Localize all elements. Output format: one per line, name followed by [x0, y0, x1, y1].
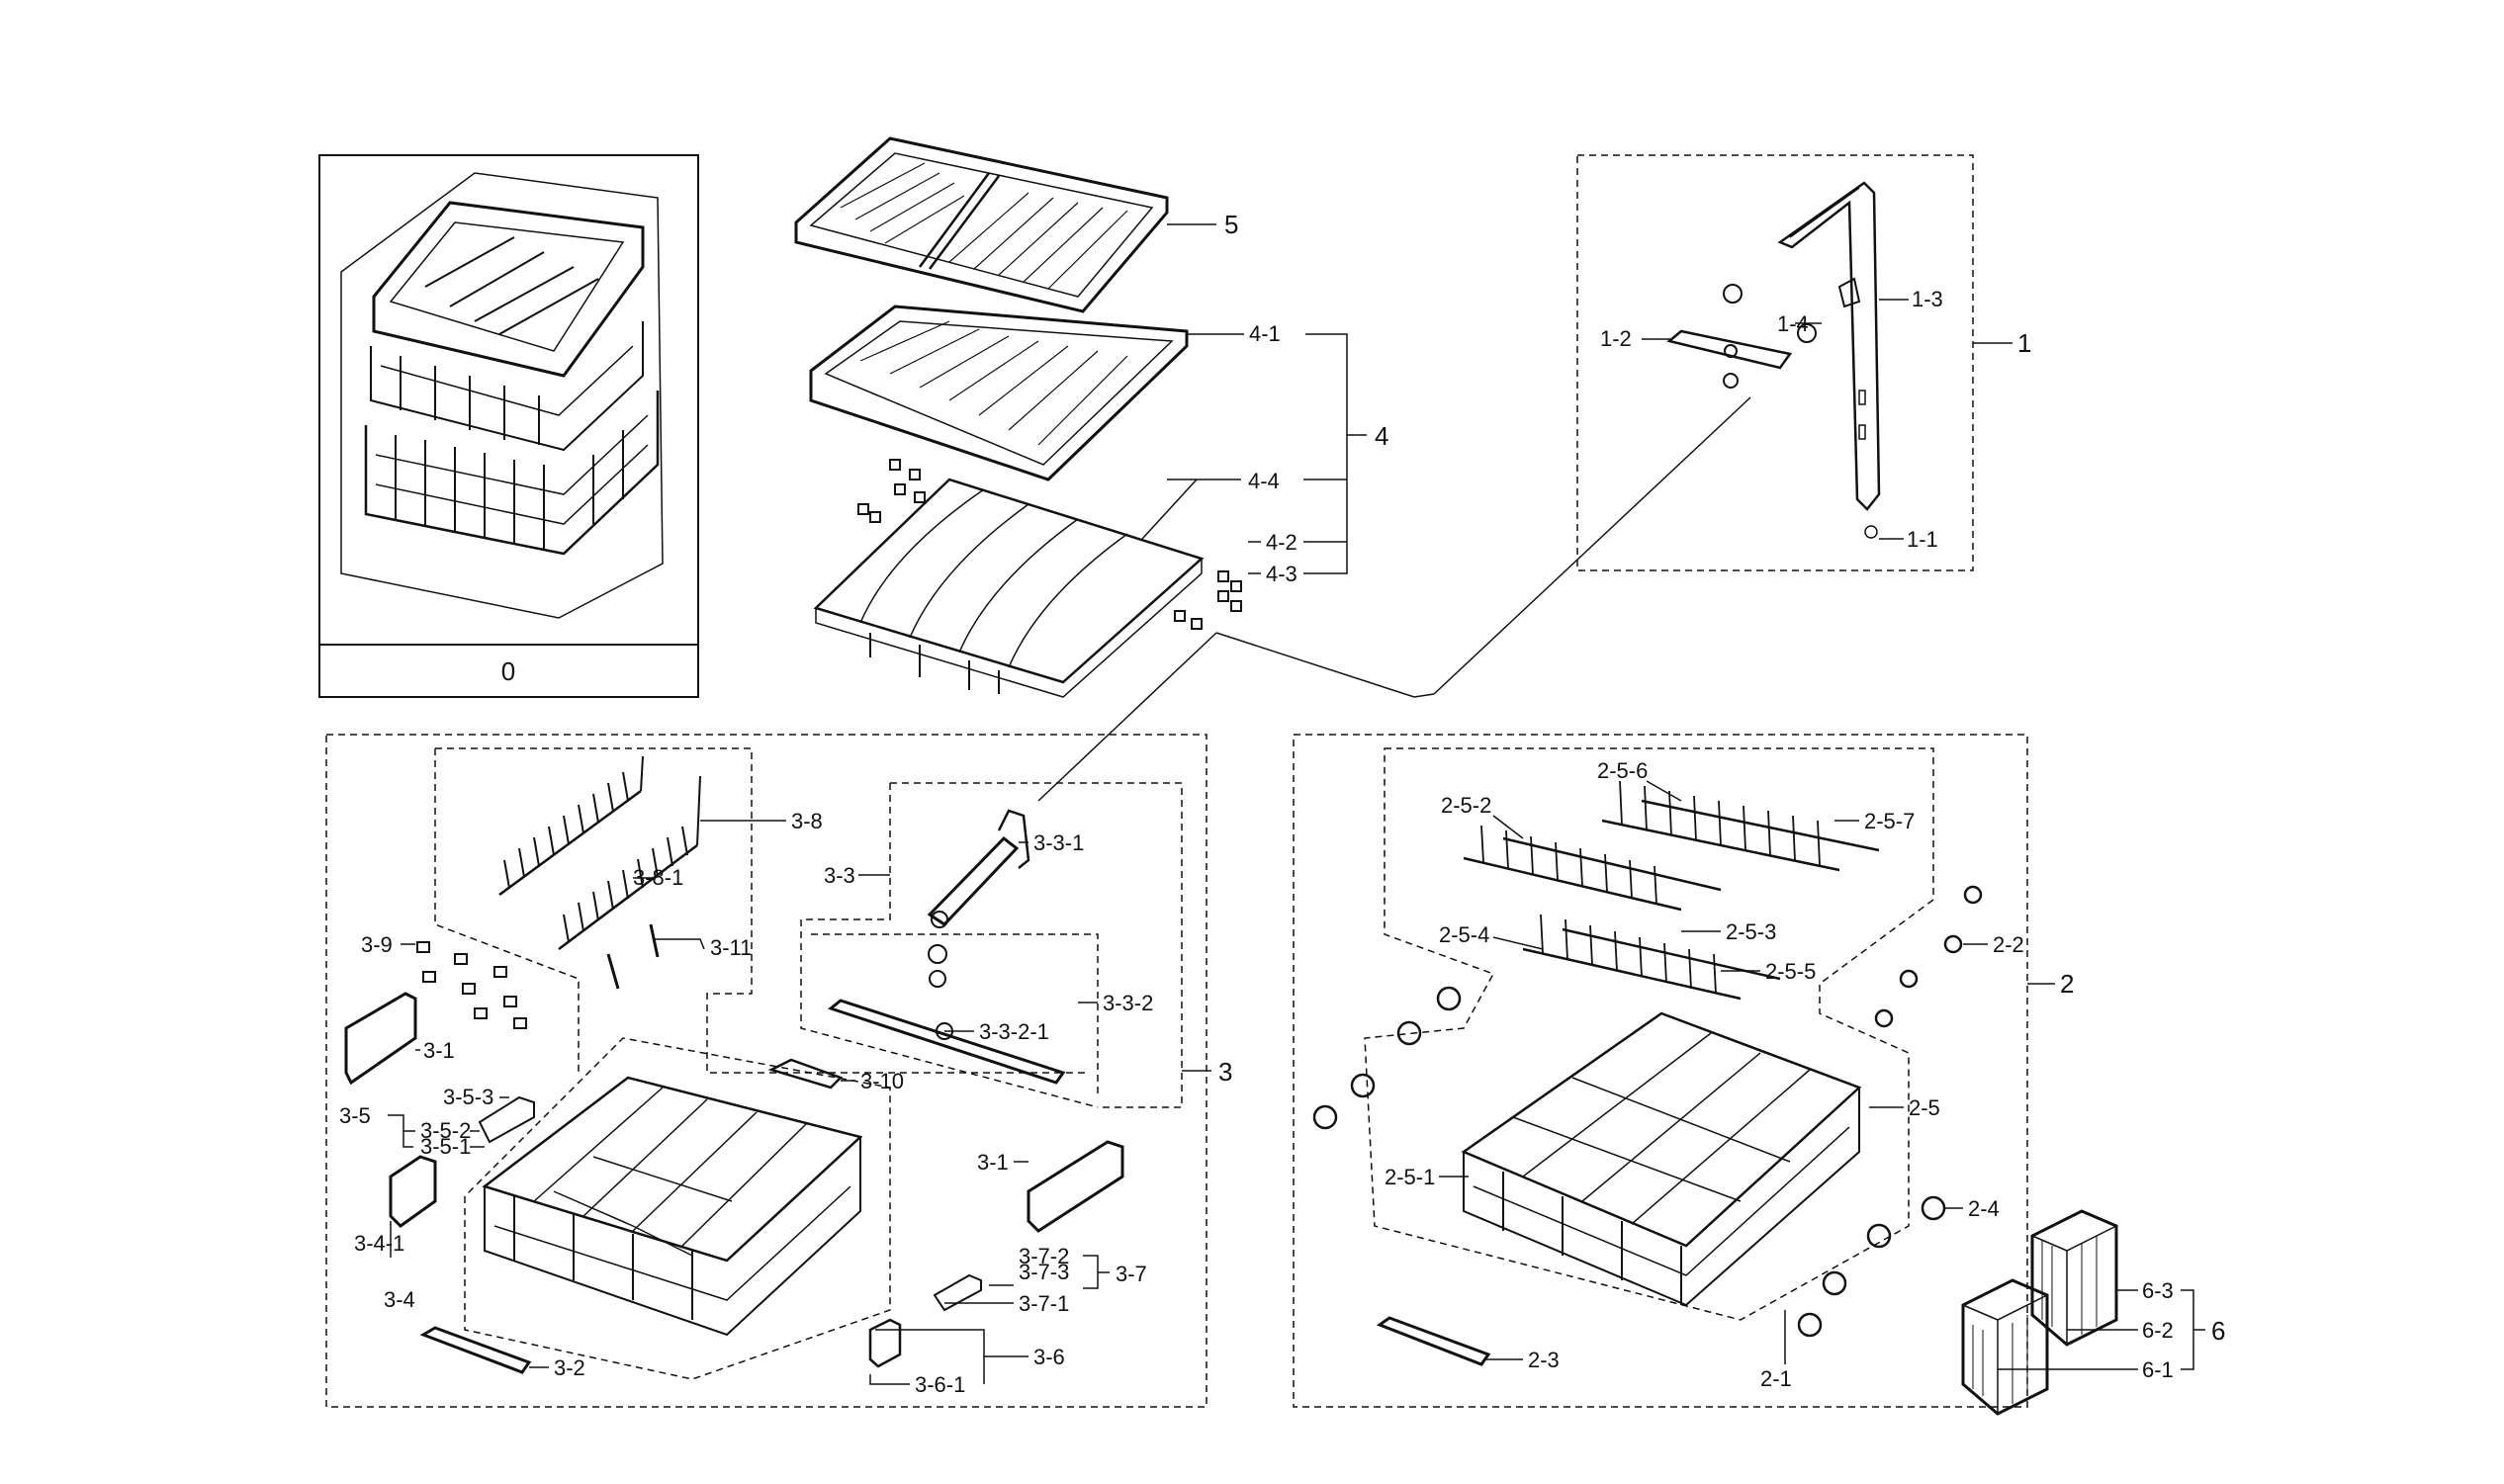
part-3-8-label: 3-8: [791, 809, 823, 833]
part-3-1-tine-block-left: [344, 992, 417, 1086]
part-4-1-tray: [809, 305, 1189, 481]
part-4-3-label: 4-3: [1266, 562, 1297, 586]
part-2-5-1-label: 2-5-1: [1385, 1165, 1435, 1189]
part-4-4-label: 4-4: [1248, 469, 1280, 493]
part-1-1-label: 1-1: [1907, 527, 1938, 552]
assembly-1-box: [1576, 154, 1974, 571]
part-3-5-3-label: 3-5-3: [443, 1085, 493, 1109]
part-4-clips: [857, 459, 1242, 630]
assembly-0-box: 0: [318, 154, 699, 698]
part-3-3-2-label: 3-3-2: [1103, 991, 1153, 1015]
part-4-1-label: 4-1: [1249, 321, 1281, 346]
part-4-4-rack: [813, 478, 1205, 698]
part-3-5-2-label: 3-5-2: [420, 1118, 471, 1143]
part-6-cutlery-baskets: [1961, 1209, 2118, 1416]
part-2-2-label: 2-2: [1993, 932, 2024, 957]
part-5-cutlery-tray: 5: [794, 136, 1238, 313]
part-1-3-label: 1-3: [1912, 287, 1943, 311]
part-2-5-3-label: 2-5-3: [1726, 919, 1776, 944]
part-2-5-4-label: 2-5-4: [1439, 922, 1489, 947]
part-3-5-label: 3-5: [339, 1103, 371, 1128]
assembly-6-label: 6: [2211, 1316, 2225, 1346]
part-3-upper-rack: [482, 1076, 863, 1337]
part-3-9-clips: [416, 941, 527, 1029]
part-3-3-1-pipe: [927, 835, 1020, 926]
part-3-7-1-label: 3-7-1: [1019, 1291, 1069, 1316]
part-1-2-label: 1-2: [1600, 326, 1632, 351]
assembly-0-label: 0: [501, 656, 515, 686]
part-3-4-label: 3-4: [384, 1287, 415, 1312]
part-3-4-1-label: 3-4-1: [354, 1231, 404, 1256]
part-2-4-label: 2-4: [1968, 1196, 2000, 1221]
part-2-5-tine-rows: [1463, 780, 1880, 1001]
part-3-3-label: 3-3: [824, 863, 855, 888]
part-6-1-label: 6-1: [2142, 1357, 2174, 1382]
part-2-1-label: 2-1: [1760, 1366, 1792, 1391]
part-2-5-6-label: 2-5-6: [1597, 758, 1648, 783]
part-2-5-label: 2-5: [1909, 1095, 1940, 1120]
assembly-1-label: 1: [2017, 328, 2031, 358]
part-3-7-2-label: 3-7-2: [1019, 1244, 1069, 1268]
part-3-3-2-spray-arm: [827, 999, 1066, 1085]
full-rack-middle-rack: [370, 321, 644, 452]
part-3-4-holder: [389, 1155, 437, 1228]
part-3-7-label: 3-7: [1116, 1262, 1147, 1286]
part-3-1-left-label: 3-1: [423, 1038, 455, 1063]
assembly-2-label: 2: [2060, 969, 2074, 999]
part-3-3-2-1-label: 3-3-2-1: [979, 1019, 1049, 1044]
part-3-2-label: 3-2: [554, 1355, 585, 1380]
assembly-2-box: [1293, 734, 2028, 1408]
part-3-9-label: 3-9: [361, 932, 393, 957]
part-3-7-3-label: 3-7-3: [1019, 1260, 1069, 1284]
full-rack-lower-rack: [364, 391, 660, 556]
part-3-8-tine-rows: [498, 755, 701, 990]
part-3-2-handle: [419, 1326, 532, 1374]
part-2-5-lower-rack: [1461, 1011, 1862, 1307]
part-6-2-label: 6-2: [2142, 1318, 2174, 1343]
full-rack-cutlery-tray: [372, 201, 645, 378]
part-3-11-label: 3-11: [710, 935, 752, 960]
part-3-6-clip: [868, 1318, 902, 1368]
part-3-10-clip: [767, 1058, 844, 1090]
part-3-7-clip: [933, 1273, 982, 1312]
part-2-5-7-label: 2-5-7: [1864, 809, 1915, 833]
part-1-4-label: 1-4: [1777, 311, 1809, 336]
part-2-wheels: [1312, 885, 1983, 1338]
assembly-4-label: 4: [1375, 421, 1388, 451]
part-3-1-tine-block-right: [1027, 1140, 1124, 1233]
part-2-3-label: 2-3: [1528, 1348, 1560, 1372]
assembly-5-label: 5: [1224, 210, 1238, 239]
part-6-3-label: 6-3: [2142, 1278, 2174, 1303]
connector-line: [1215, 632, 1435, 698]
part-3-6-1-label: 3-6-1: [915, 1372, 965, 1397]
part-2-3-handle: [1376, 1316, 1491, 1366]
part-4-2-label: 4-2: [1266, 530, 1297, 555]
part-3-3-1-label: 3-3-1: [1033, 830, 1084, 855]
part-3-5-1-label: 3-5-1: [420, 1134, 471, 1159]
part-3-8-1-label: 3-8-1: [633, 865, 683, 890]
part-3-6-label: 3-6: [1033, 1345, 1065, 1369]
part-2-5-5-label: 2-5-5: [1765, 959, 1816, 984]
assembly-3-label: 3: [1218, 1057, 1232, 1087]
part-3-1-right-label: 3-1: [977, 1150, 1009, 1175]
part-3-10-label: 3-10: [860, 1069, 904, 1093]
part-2-5-2-label: 2-5-2: [1441, 793, 1491, 818]
part-3-5-clip: [478, 1095, 535, 1144]
